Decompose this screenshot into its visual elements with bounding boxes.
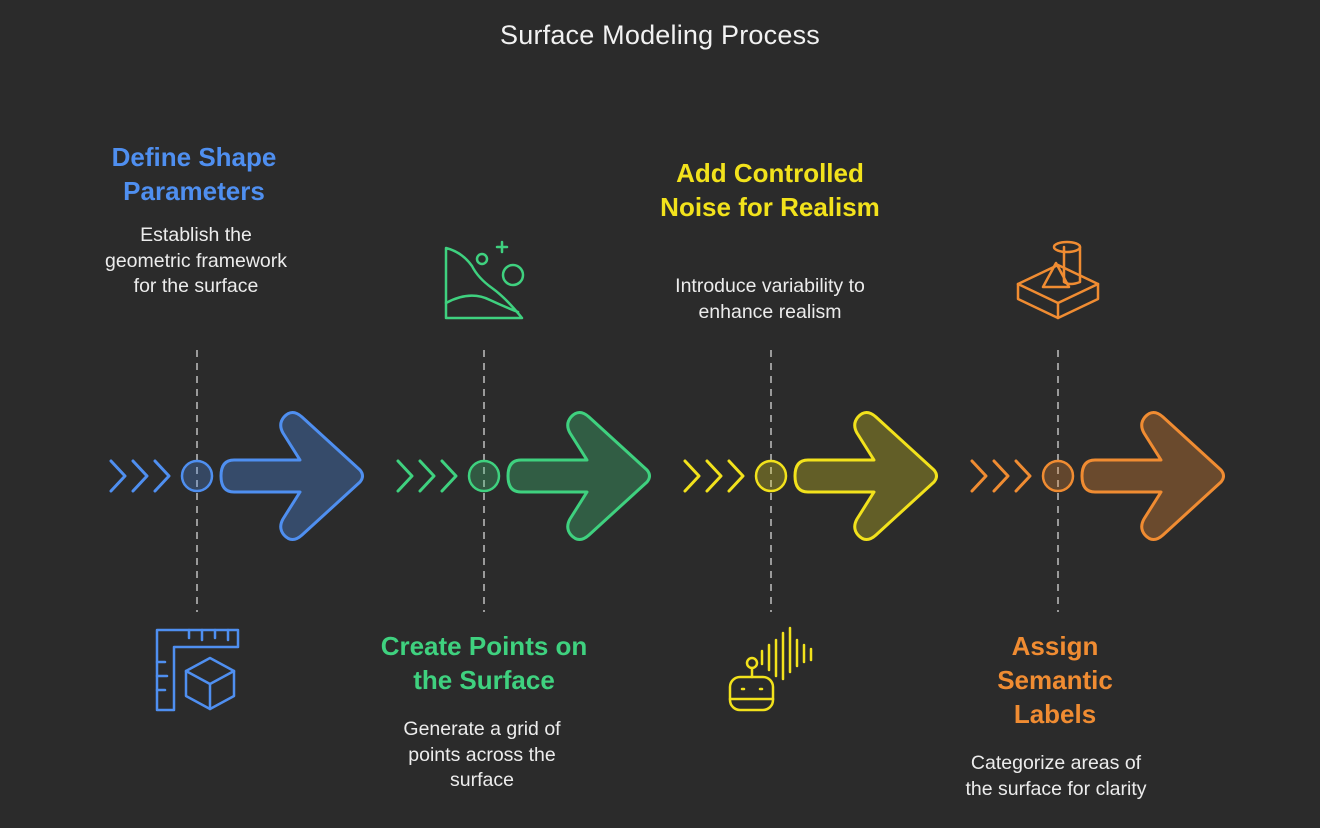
step-4-arrow: [1080, 411, 1225, 541]
step-4-chevrons: [970, 459, 1032, 493]
step-2-heading: Create Points on the Surface: [380, 631, 588, 695]
step-3-heading: Add Controlled Noise for Realism: [660, 158, 880, 222]
step-3-flow: [683, 350, 938, 612]
robot-sound-wave-icon: [728, 626, 813, 712]
step-3-chevrons: [683, 459, 745, 493]
step-2-node: [467, 459, 501, 493]
step-3-arrow: [793, 411, 938, 541]
step-1-chevrons: [109, 459, 171, 493]
step-2-chevrons: [396, 459, 458, 493]
step-4-heading: Assign Semantic Labels: [997, 631, 1113, 729]
terrain-surface-icon: [444, 240, 525, 320]
shapes-platform-icon: [1016, 240, 1100, 320]
step-2-arrow: [506, 411, 651, 541]
step-2-flow: [396, 350, 651, 612]
step-1-node: [180, 459, 214, 493]
step-4-description: Categorize areas of the surface for clar…: [965, 752, 1147, 800]
step-2-description: Generate a grid of points across the sur…: [403, 718, 561, 791]
step-4-node: [1041, 459, 1075, 493]
diagram-title: Surface Modeling Process: [500, 20, 820, 50]
ruler-cube-icon: [155, 628, 240, 712]
step-4-flow: [970, 350, 1225, 612]
step-3-node: [754, 459, 788, 493]
step-1-arrow: [219, 411, 364, 541]
step-1-description: Establish the geometric framework for th…: [104, 224, 288, 297]
step-3-description: Introduce variability to enhance realism: [675, 275, 865, 323]
step-1-heading: Define Shape Parameters: [111, 142, 277, 206]
step-1-flow: [109, 350, 364, 612]
